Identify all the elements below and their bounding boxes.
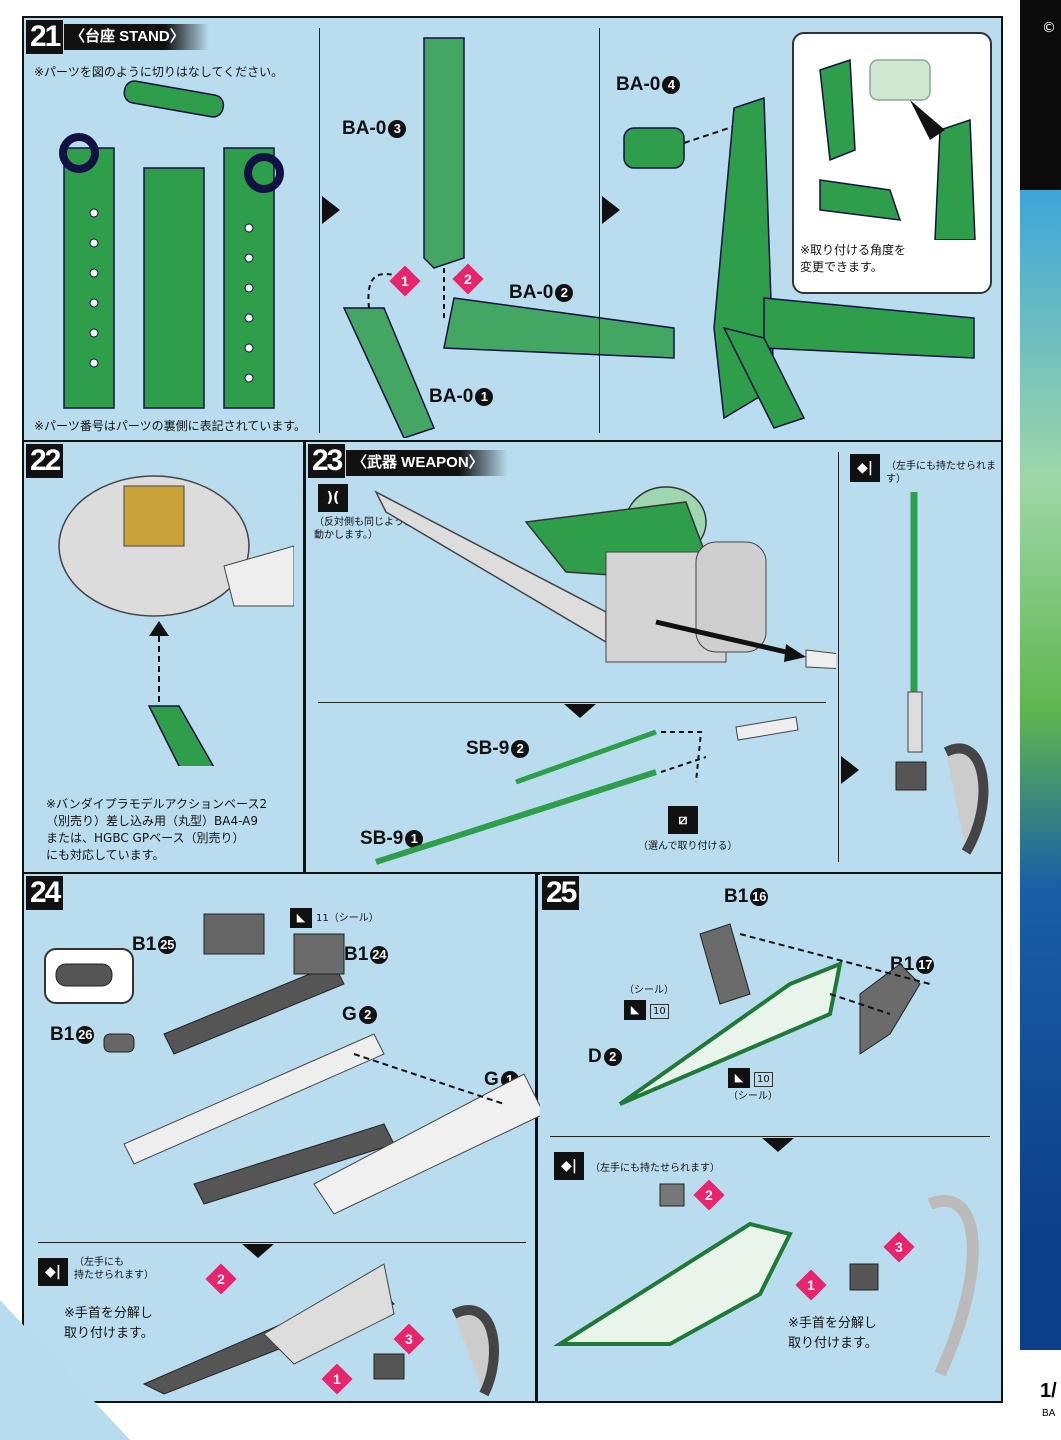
step-divider — [599, 28, 600, 433]
step-number: 21 — [26, 20, 64, 54]
step-title: 〈台座 STAND〉 — [64, 24, 209, 50]
step-number: 22 — [26, 444, 64, 478]
choose-note: （選んで取り付ける） — [638, 841, 738, 852]
step-21-panel: 21 〈台座 STAND〉 ※パーツを図のように切りはなしてください。 ※パーツ… — [24, 18, 1001, 440]
choose-icon: ⧄ — [668, 806, 698, 834]
angle-note: ※取り付ける角度を 変更できます。 — [800, 243, 907, 274]
seal-label-bottom: （シール） — [728, 1091, 778, 1102]
copyright-mark: © — [1042, 20, 1056, 36]
hand-swap-icon: ◆| — [850, 454, 880, 482]
shield-hand-illustration — [553, 1183, 979, 1377]
sub-separator — [318, 702, 826, 703]
muzzle-inset — [44, 948, 134, 1004]
step-number: 24 — [26, 876, 64, 910]
seal-icon: ◣ — [290, 908, 312, 928]
rifle-hand-illustration — [142, 1263, 499, 1397]
seal-ref: 11（シール） — [316, 913, 379, 924]
rifle-assembly-illustration — [103, 913, 544, 1215]
left-hand-note: （左手にも持たせられます） — [886, 461, 996, 485]
hand-swap-icon: ◆| — [38, 1258, 68, 1286]
runner-parts-illustration — [59, 80, 284, 409]
sub-separator — [550, 1136, 990, 1137]
step-23-panel: 23 〈武器 WEAPON〉 )( （反対側も同じように 動かします。） SB-… — [306, 442, 1001, 872]
seal-icon: ◣ — [728, 1068, 750, 1088]
seal-number-top: 10 — [650, 1004, 669, 1019]
stand-assembly-illustration — [342, 37, 675, 438]
base-compat-note: ※バンダイプラモデルアクションベース2 （別売り）差し込み用（丸型）BA4-A9… — [46, 797, 268, 862]
side-footer-text: BA — [1042, 1408, 1056, 1419]
angle-inset-illustration — [819, 58, 976, 240]
down-arrow — [242, 1244, 274, 1258]
seal-number-bottom: 10 — [754, 1072, 773, 1087]
side-strip-artwork — [1020, 190, 1061, 1350]
next-arrow — [322, 196, 340, 224]
next-arrow — [602, 196, 620, 224]
shield-assembly-illustration — [618, 923, 931, 1106]
page-corner — [0, 1300, 130, 1440]
hand-saber-illustration — [895, 492, 989, 855]
page-number: 1/ — [1040, 1380, 1057, 1402]
rotate-icon: )( — [318, 484, 348, 512]
hand-swap-icon: ◆| — [554, 1152, 584, 1180]
cut-note: ※パーツを図のように切りはなしてください。 — [34, 65, 284, 79]
side-strip-footer: 1/ BA — [1020, 1350, 1061, 1440]
step-22-panel: 22 ※バンダイプラモデルアクションベース2 （別売り）差し込み用（丸型）BA4… — [24, 442, 306, 872]
left-hand-note: （左手にも 持たせられます） — [74, 1257, 154, 1281]
part-number-note: ※パーツ番号はパーツの裏側に表記されています。 — [34, 419, 307, 433]
stand-complete-illustration — [623, 96, 975, 429]
step-number: 23 — [308, 444, 346, 478]
step-divider — [319, 28, 320, 433]
step-title: 〈武器 WEAPON〉 — [346, 450, 508, 476]
next-arrow — [841, 756, 859, 784]
angle-inset: ※取り付ける角度を 変更できます。 — [792, 32, 992, 294]
muzzle-illustration — [55, 963, 113, 987]
wrist-note: ※手首を分解し 取り付けます。 — [788, 1316, 878, 1351]
side-strip-header: © — [1020, 0, 1061, 190]
base-attach-illustration — [58, 475, 294, 766]
step-divider — [838, 452, 839, 862]
robot-weapon-illustration — [374, 486, 836, 670]
seal-icon: ◣ — [624, 1000, 646, 1020]
instruction-sheet: 21 〈台座 STAND〉 ※パーツを図のように切りはなしてください。 ※パーツ… — [22, 16, 1003, 1403]
down-arrow — [564, 704, 596, 718]
row-separator — [24, 440, 1001, 443]
move-note: （反対側も同じように 動かします。） — [314, 517, 414, 541]
step-number: 25 — [542, 876, 580, 910]
beam-saber-illustration — [375, 716, 799, 865]
sub-separator — [38, 1242, 526, 1243]
seal-label-top: （シール） — [624, 985, 674, 996]
left-hand-note: （左手にも持たせられます） — [590, 1163, 720, 1174]
down-arrow — [762, 1138, 794, 1152]
row-separator — [24, 872, 1001, 875]
